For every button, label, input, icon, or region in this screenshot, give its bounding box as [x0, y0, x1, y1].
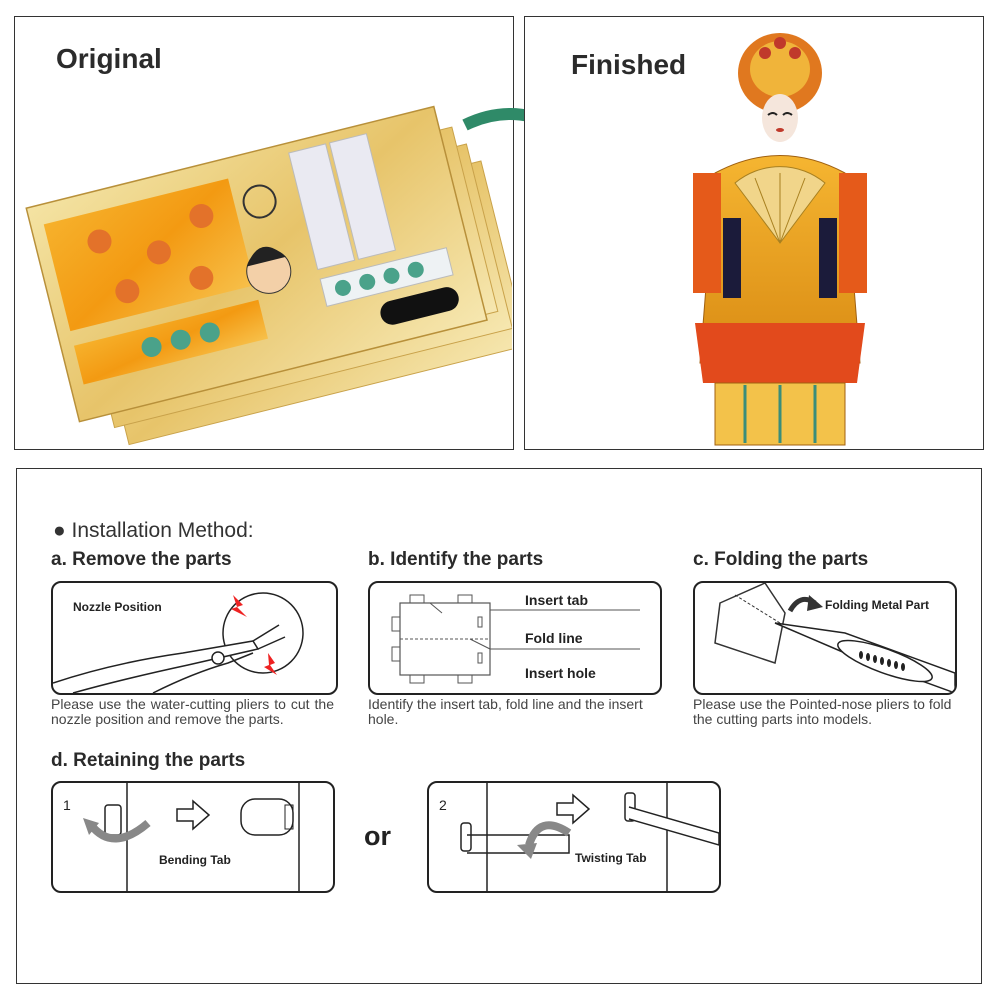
- nozzle-position-label: Nozzle Position: [73, 600, 162, 614]
- step-b-description: Identify the insert tab, fold line and t…: [368, 696, 643, 727]
- installation-panel: ● Installation Method: a. Remove the par…: [16, 468, 982, 984]
- finished-title: Finished: [571, 49, 687, 80]
- step-d-option2-diagram: 2 Twisting Tab: [427, 781, 721, 893]
- step-b-diagram: Insert tab Fold line Insert hole: [368, 581, 662, 695]
- step-d-title: d. Retaining the parts: [51, 750, 246, 771]
- twisting-tab-label: Twisting Tab: [575, 851, 647, 865]
- step-b-title: b. Identify the parts: [368, 549, 544, 570]
- step-a-diagram: Nozzle Position: [51, 581, 338, 695]
- original-panel: Original: [14, 16, 577, 450]
- water-cutting-pliers-icon: [53, 592, 304, 693]
- step-a-title: a. Remove the parts: [51, 549, 232, 570]
- insert-tab-label: Insert tab: [525, 592, 589, 608]
- step-a-description: Please use the water-cutting pliers to c…: [51, 696, 334, 727]
- pointed-nose-pliers-icon: [714, 583, 955, 693]
- part-outline-icon: [391, 594, 640, 684]
- step-c-description: Please use the Pointed-nose pliers to fo…: [693, 696, 952, 727]
- step-c-diagram: Folding Metal Part: [693, 581, 957, 695]
- insert-hole-label: Insert hole: [525, 665, 596, 681]
- finished-panel: Finished: [524, 16, 984, 450]
- folding-metal-part-label: Folding Metal Part: [825, 598, 930, 612]
- original-title: Original: [56, 43, 162, 74]
- metal-sheets-image: [25, 105, 512, 446]
- option2-number: 2: [439, 797, 447, 813]
- installation-heading: ● Installation Method:: [53, 519, 254, 542]
- step-c-title: c. Folding the parts: [693, 549, 869, 570]
- or-separator: or: [364, 821, 391, 851]
- option1-number: 1: [63, 797, 71, 813]
- step-d-option1-diagram: 1 Bending Tab: [51, 781, 335, 893]
- finished-model-image: [693, 33, 867, 446]
- bending-tab-label: Bending Tab: [159, 853, 231, 867]
- twisting-tab-icon: [460, 783, 719, 891]
- bending-tab-icon: [83, 783, 300, 891]
- fold-line-label: Fold line: [525, 630, 583, 646]
